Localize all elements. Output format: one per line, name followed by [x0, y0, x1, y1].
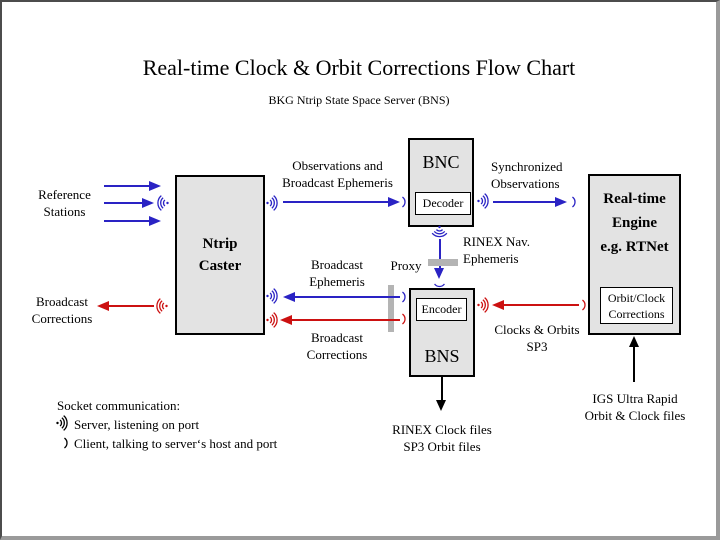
bns-box: Encoder BNS — [409, 288, 475, 377]
client-socket-icon — [401, 313, 406, 325]
bnc-box-title: BNC — [422, 152, 460, 172]
igs-arrow-line — [633, 347, 635, 382]
ref-arrow2-line — [104, 202, 142, 204]
obs-arrow-head — [388, 197, 400, 207]
engine-label-line3: e.g. RTNet — [600, 239, 669, 255]
server-socket-icon — [477, 193, 489, 209]
bc-left-arrow-head — [97, 301, 109, 311]
client-socket-icon — [63, 437, 68, 449]
client-socket-icon — [581, 299, 586, 311]
encoder-box: Encoder — [416, 298, 467, 321]
rinex-clock-files-label: RINEX Clock files SP3 Orbit files — [392, 422, 492, 454]
clocks-arrow-line — [504, 304, 579, 306]
server-socket-icon — [431, 225, 448, 238]
server-socket-icon — [157, 195, 169, 211]
igs-ultra-rapid-label: IGS Ultra Rapid Orbit & Clock files — [584, 391, 686, 423]
page-subtitle: BKG Ntrip State Space Server (BNS) — [268, 93, 450, 107]
ref-arrow2-head — [142, 198, 154, 208]
engine-label-line2: Engine — [611, 215, 657, 231]
firewall-bar-vertical — [388, 285, 394, 332]
bns-box-title: BNS — [424, 346, 460, 366]
client-socket-icon — [434, 283, 445, 288]
bc-left-arrow-line — [109, 305, 154, 307]
ref-arrow1-head — [149, 181, 161, 191]
rinex-nav-label: RINEX Nav. Ephemeris — [463, 234, 531, 266]
client-socket-icon — [401, 291, 406, 303]
server-socket-icon — [477, 297, 489, 313]
files-arrow-line — [441, 377, 443, 400]
bnc-box: BNC Decoder — [408, 138, 474, 227]
orbit-clock-corrections-box: Orbit/Clock Corrections — [600, 287, 673, 324]
broadcast-corrections-left-label: Broadcast Corrections — [31, 294, 93, 326]
server-socket-icon — [156, 298, 168, 314]
ref-arrow3-head — [149, 216, 161, 226]
obs-arrow-line — [283, 201, 388, 203]
sync-arrow-line — [493, 201, 555, 203]
rinex-nav-arrow-line — [439, 239, 441, 268]
broadcast-corrections-mid-label: Broadcast Corrections — [306, 330, 368, 362]
ref-arrow3-line — [104, 220, 149, 222]
proxy-bar-horizontal — [428, 259, 458, 266]
server-socket-icon — [266, 312, 278, 328]
files-arrow-head — [436, 400, 446, 411]
legend-server-text: Server, listening on port — [74, 417, 200, 432]
beph-arrow-line — [295, 296, 400, 298]
realtime-engine-box: Real-time Engine e.g. RTNet Orbit/Clock … — [588, 174, 681, 335]
proxy-label: Proxy — [390, 258, 422, 273]
ref-arrow1-line — [104, 185, 149, 187]
decoder-box: Decoder — [415, 192, 471, 215]
legend-title: Socket communication: — [57, 398, 181, 413]
bcor-arrow-head — [280, 315, 292, 325]
observations-label: Observations and Broadcast Ephemeris — [282, 158, 393, 190]
ntrip-caster-label-line2: Caster — [198, 258, 242, 274]
page-title: Real-time Clock & Orbit Corrections Flow… — [142, 55, 576, 80]
broadcast-ephemeris-label: Broadcast Ephemeris — [309, 257, 365, 289]
client-socket-icon — [401, 196, 406, 208]
ntrip-caster-label-line1: Ntrip — [202, 236, 238, 252]
client-socket-icon — [571, 196, 576, 208]
igs-arrow-head — [629, 336, 639, 347]
reference-stations-label: Reference Stations — [38, 187, 91, 219]
ntrip-caster-box: Ntrip Caster — [175, 175, 265, 335]
engine-label-line1: Real-time — [603, 191, 666, 207]
beph-arrow-head — [283, 292, 295, 302]
server-socket-icon — [266, 195, 278, 211]
rinex-nav-arrow-head — [434, 268, 444, 279]
server-socket-icon — [266, 288, 278, 304]
synchronized-observations-label: Synchronized Observations — [491, 159, 563, 191]
sync-arrow-head — [555, 197, 567, 207]
clocks-orbits-label: Clocks & Orbits SP3 — [494, 322, 580, 354]
server-socket-icon — [56, 415, 68, 431]
clocks-arrow-head — [492, 300, 504, 310]
orbit-clock-line2: Corrections — [608, 307, 665, 321]
orbit-clock-line1: Orbit/Clock — [607, 291, 666, 305]
bcor-arrow-line — [292, 319, 400, 321]
legend-client-text: Client, talking to server‘s host and por… — [74, 436, 278, 451]
